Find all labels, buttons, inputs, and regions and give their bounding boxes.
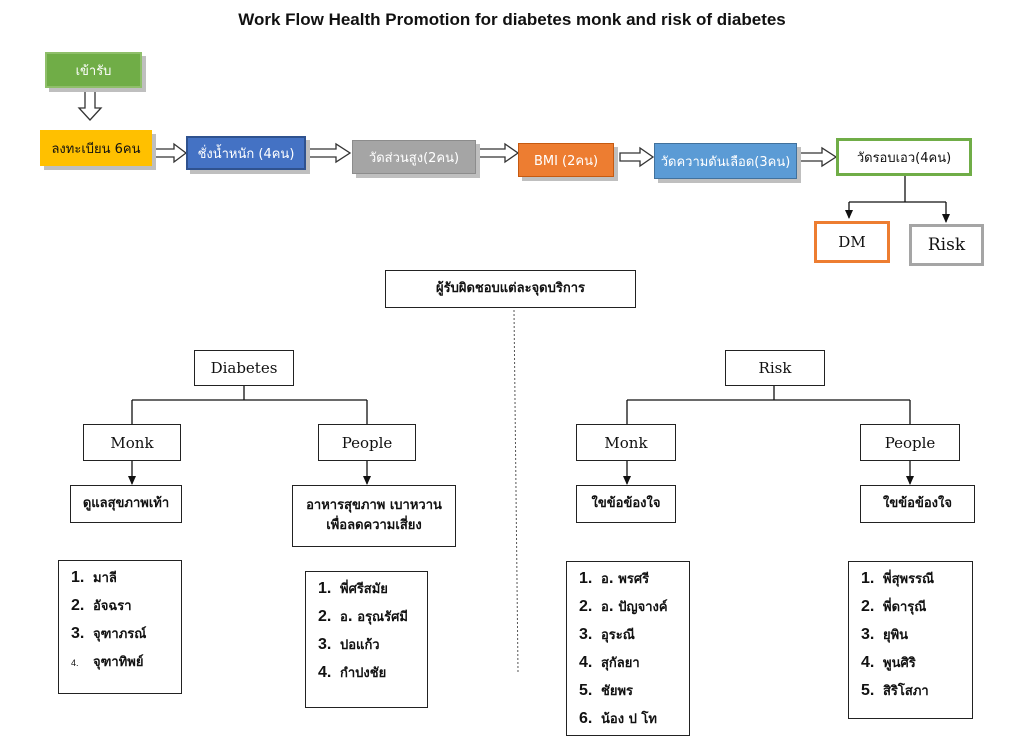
risk-monk-task: ใขข้อข้องใจ [576, 485, 676, 523]
list-item: 6.น้อง ป โท [579, 710, 657, 727]
step-waist: วัดรอบเอว(4คน) [836, 138, 972, 176]
arrow-height-bmi [478, 142, 520, 164]
list-item: 4.กำปงชัย [318, 664, 387, 681]
list-item: 3.ปอแก้ว [318, 636, 380, 653]
risk-people-list: 1.พี่สุพรรณี 2.พี่ดารุณี 3.ยุพิน 4.พูนศิ… [848, 561, 973, 719]
step-bmi: BMI (2คน) [518, 143, 614, 177]
step-receive-label: เข้ารับ [75, 63, 112, 79]
diabetes-monk-task: ดูแลสุขภาพเท้า [70, 485, 182, 523]
diabetes-label: Diabetes [210, 359, 278, 377]
diabetes-node: Diabetes [194, 350, 294, 386]
diabetes-monk-list: 1.มาลี 2.อัจฉรา 3.จุฑาภรณ์ 4.จุฑาทิพย์ [58, 560, 182, 694]
risk-people-node: People [860, 424, 960, 461]
list-item: 4.พูนศิริ [861, 654, 916, 671]
step-height: วัดส่วนสูง(2คน) [352, 140, 476, 174]
flow-arrows [77, 90, 838, 168]
step-weigh: ชั่งน้ำหนัก (4คน) [186, 136, 306, 170]
list-item: 2.พี่ดารุณี [861, 598, 927, 615]
list-item: 5.ชัยพร [579, 682, 633, 699]
risk-label: Risk [758, 359, 792, 377]
page-title: Work Flow Health Promotion for diabetes … [238, 10, 786, 29]
diabetes-people-node: People [318, 424, 416, 461]
step-receive: เข้ารับ [45, 52, 142, 88]
dashed-divider [513, 309, 519, 673]
diabetes-monk-node: Monk [83, 424, 181, 461]
list-item: 1.พี่ศรีสมัย [318, 580, 388, 597]
list-item: 3.ยุพิน [861, 626, 909, 643]
list-item: 4.สุกัลยา [579, 654, 640, 671]
list-item: 4.จุฑาทิพย์ [71, 655, 144, 670]
risk-monk-label: Monk [604, 433, 648, 452]
list-item: 3.อุระณี [579, 626, 635, 643]
outcome-dm: DM [814, 221, 890, 263]
list-item: 2.อัจฉรา [71, 597, 132, 614]
outcome-risk-label: Risk [927, 235, 966, 255]
risk-monk-task-label: ใขข้อข้องใจ [591, 495, 661, 511]
diabetes-people-task: อาหารสุขภาพ เบาหวาน เพื่อลดความเสี่ยง [292, 485, 456, 547]
step-weigh-label: ชั่งน้ำหนัก (4คน) [197, 146, 295, 162]
responsible-label: ผู้รับผิดชอบแต่ละจุดบริการ [435, 280, 585, 296]
diabetes-tree [128, 386, 371, 485]
list-item: 1.มาลี [71, 569, 117, 586]
arrow-bmi-bp [619, 146, 655, 168]
list-item: 3.จุฑาภรณ์ [71, 625, 147, 642]
step-height-label: วัดส่วนสูง(2คน) [368, 150, 460, 166]
step-register-label: ลงทะเบียน 6คน [51, 141, 141, 157]
step-bp: วัดความดันเลือด(3คน) [654, 143, 797, 179]
list-item: 1.อ. พรศรี [579, 570, 650, 587]
diabetes-monk-label: Monk [110, 433, 154, 452]
diabetes-people-task-line2: เพื่อลดความเสี่ยง [326, 518, 422, 533]
list-item: 2.อ. อรุณรัศมี [318, 608, 408, 625]
diabetes-monk-task-label: ดูแลสุขภาพเท้า [82, 495, 170, 511]
arrow-weigh-height [308, 142, 352, 164]
list-item: 2.อ. ปัญจางค์ [579, 598, 668, 615]
diabetes-people-list: 1.พี่ศรีสมัย 2.อ. อรุณรัศมี 3.ปอแก้ว 4.ก… [305, 571, 428, 708]
arrow-down-receive [77, 90, 103, 121]
risk-monk-list: 1.อ. พรศรี 2.อ. ปัญจางค์ 3.อุระณี 4.สุกั… [566, 561, 690, 736]
step-bmi-label: BMI (2คน) [533, 153, 599, 169]
risk-monk-node: Monk [576, 424, 676, 461]
arrow-register-weigh [154, 142, 188, 164]
step-register: ลงทะเบียน 6คน [40, 130, 152, 166]
list-item: 1.พี่สุพรรณี [861, 570, 935, 587]
waist-branch [845, 176, 950, 223]
step-waist-label: วัดรอบเอว(4คน) [856, 150, 952, 166]
arrow-bp-waist [799, 146, 838, 168]
outcome-risk: Risk [909, 224, 984, 266]
diabetes-people-label: People [341, 433, 393, 452]
risk-tree [623, 386, 914, 485]
risk-people-task-label: ใขข้อข้องใจ [883, 495, 952, 511]
step-bp-label: วัดความดันเลือด(3คน) [660, 154, 791, 170]
responsible-header: ผู้รับผิดชอบแต่ละจุดบริการ [385, 270, 636, 308]
risk-people-task: ใขข้อข้องใจ [860, 485, 975, 523]
outcome-dm-label: DM [838, 233, 866, 251]
risk-node: Risk [725, 350, 825, 386]
risk-people-label: People [884, 433, 936, 452]
list-item: 5.สิริโสภา [861, 682, 929, 699]
diabetes-people-task-line1: อาหารสุขภาพ เบาหวาน [306, 497, 442, 513]
